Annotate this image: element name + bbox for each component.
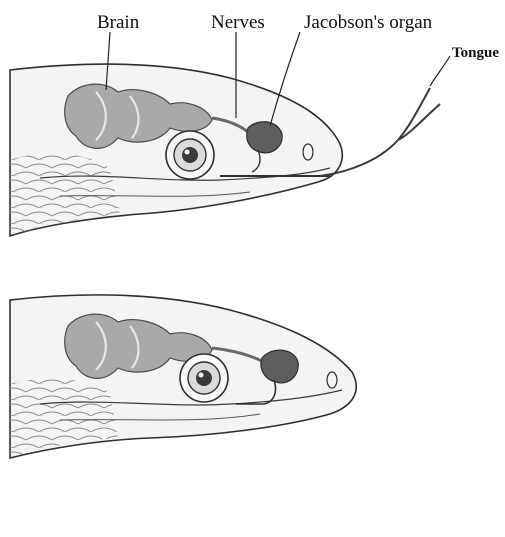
tongue-leader-line — [430, 56, 450, 86]
top-snake-head — [10, 64, 440, 236]
top-nostril — [303, 144, 313, 160]
bottom-jacobsons-organ — [261, 350, 298, 383]
tongue-label: Tongue — [452, 46, 499, 61]
bottom-snake-head — [10, 295, 356, 458]
nerves-label: Nerves — [211, 13, 265, 32]
top-eye — [166, 131, 214, 179]
jacobsons-organ-label: Jacobson's organ — [304, 13, 432, 32]
brain-label: Brain — [97, 13, 139, 32]
bottom-nostril — [327, 372, 337, 388]
bottom-eye — [180, 354, 228, 402]
top-jacobsons-organ — [247, 122, 282, 153]
